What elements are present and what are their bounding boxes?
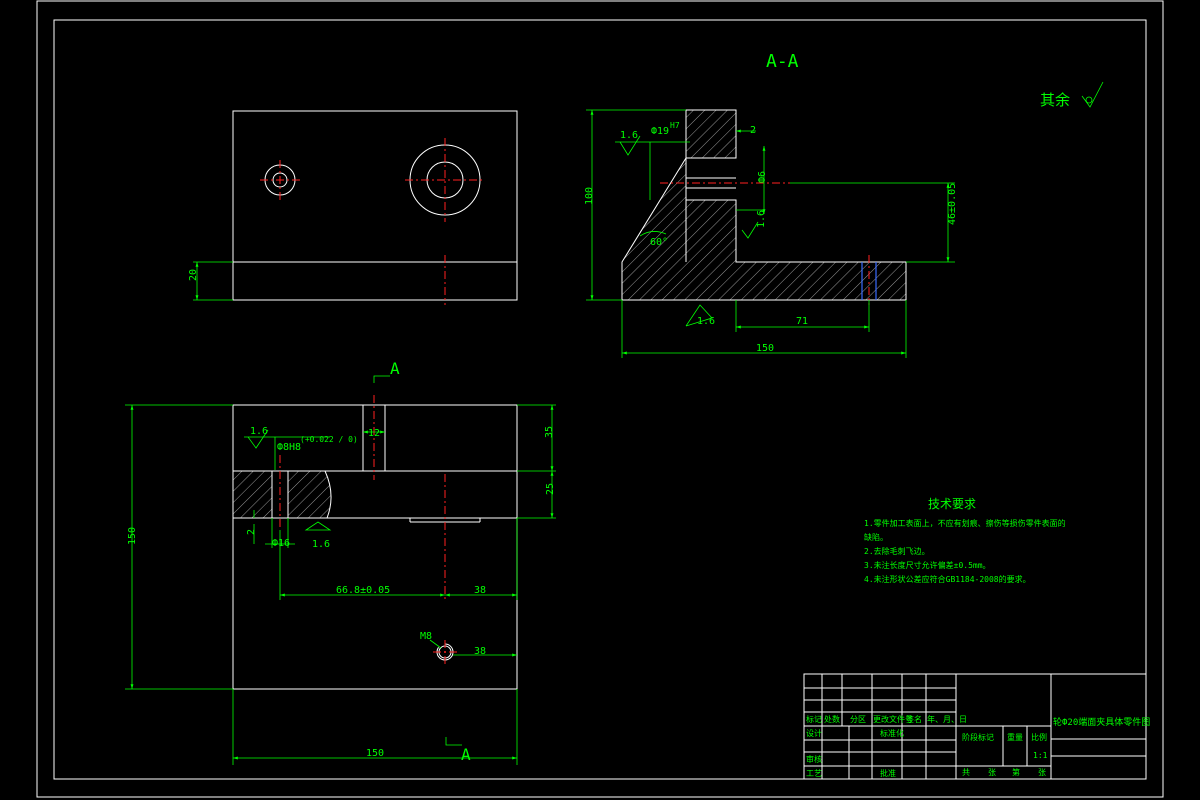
title-sheets: 共 — [962, 768, 970, 777]
title-row-header: 标记 — [806, 714, 822, 724]
dim-sec-100: 100 — [584, 187, 595, 205]
dim-sec-phi19-tol: H7 — [670, 121, 680, 130]
title-design: 设计 — [806, 728, 822, 738]
title-sheets: 第 — [1012, 767, 1020, 777]
title-sheets: 张 — [988, 768, 996, 777]
dim-front-150-v: 150 — [127, 527, 138, 545]
title-row-header: 分区 — [850, 715, 866, 724]
dim-front-phi8-tol: (+0.022 / 0) — [300, 435, 358, 444]
front-view: A A 150 1.6 Ф8H8 (+0.022 / 0) 12 35 25 2 — [125, 359, 556, 765]
dim-sec-phi6: Ф6 — [757, 171, 768, 183]
title-scale-value: 1:1 — [1033, 751, 1048, 760]
dim-front-38b: 38 — [474, 646, 486, 657]
sheet-inner-border — [53, 19, 1147, 780]
roughness-note: 其余 — [1040, 81, 1104, 109]
dim-sec-46: 46±0.05 — [947, 183, 958, 225]
drawing-name: 轮Ф20端面夹具体零件图 — [1053, 716, 1150, 728]
dim-front-12: 12 — [368, 428, 380, 439]
title-row-header: 处数 — [824, 714, 840, 724]
cut-mark-bottom: A — [461, 745, 471, 764]
dim-front-2: 2 — [246, 529, 257, 535]
title-scale: 比例 — [1031, 732, 1047, 742]
cut-mark-top: A — [390, 359, 400, 378]
dim-front-1-6: 1.6 — [250, 426, 268, 437]
dim-sec-1-6-b: 1.6 — [756, 210, 767, 228]
sheet-outer-border — [36, 0, 1164, 798]
dim-front-phi8: Ф8H8 — [277, 442, 301, 453]
dim-front-25: 25 — [545, 483, 556, 495]
dim-sec-1-6-c: 1.6 — [697, 316, 715, 327]
dim-front-38a: 38 — [474, 585, 486, 596]
roughness-note-text: 其余 — [1040, 91, 1070, 109]
dim-sec-60: 60° — [650, 237, 668, 248]
tech-req-item: 1.零件加工表面上，不应有划痕、擦伤等损伤零件表面的 — [864, 518, 1066, 528]
dim-sec-150: 150 — [756, 343, 774, 354]
tech-req-title: 技术要求 — [928, 497, 976, 511]
title-process: 工艺 — [806, 769, 822, 778]
dim-sec-phi19: Ф19 — [651, 126, 669, 137]
tech-req-item: 2.去除毛刺飞边。 — [864, 546, 930, 556]
title-review: 审核 — [806, 754, 822, 764]
section-label: A-A — [766, 51, 799, 72]
tech-req-item: 缺陷。 — [864, 532, 888, 542]
title-weight: 重量 — [1007, 732, 1023, 742]
dim-front-35: 35 — [544, 426, 555, 438]
dim-front-66-8: 66.8±0.05 — [336, 585, 390, 596]
dim-front-1-6-b: 1.6 — [312, 539, 330, 550]
title-row-header: 年、月、日 — [927, 714, 967, 724]
tech-req-item: 3.未注长度尺寸允许偏差±0.5mm。 — [864, 560, 991, 570]
title-row-header: 签名 — [906, 714, 922, 724]
title-approve: 批准 — [880, 768, 896, 778]
tech-req-item: 4.未注形状公差应符合GB1184-2008的要求。 — [864, 574, 1031, 584]
dim-sec-71: 71 — [796, 316, 808, 327]
title-standardization: 标准化 — [880, 728, 904, 738]
dim-front-m8: M8 — [420, 631, 432, 642]
title-row-header: 更改文件号 — [873, 714, 913, 724]
dim-front-150-h: 150 — [366, 748, 384, 759]
top-view: 20 — [188, 110, 518, 305]
title-sheets: 张 — [1038, 768, 1046, 777]
tech-requirements: 技术要求 1.零件加工表面上，不应有划痕、擦伤等损伤零件表面的 缺陷。 2.去除… — [864, 497, 1066, 584]
dim-sec-1-6-a: 1.6 — [620, 130, 638, 141]
dim-front-phi16: Ф16 — [272, 538, 290, 549]
dim-top-20: 20 — [188, 269, 199, 281]
section-view-a-a: A-A 100 1.6 Ф19 H7 2 Ф6 46±0.05 — [584, 51, 958, 358]
dim-sec-2: 2 — [750, 125, 756, 136]
title-block: 标记 处数 分区 更改文件号 签名 年、月、日 设计 标准化 审核 工艺 批准 … — [803, 673, 1150, 780]
title-stage-mark: 阶段标记 — [962, 732, 994, 742]
